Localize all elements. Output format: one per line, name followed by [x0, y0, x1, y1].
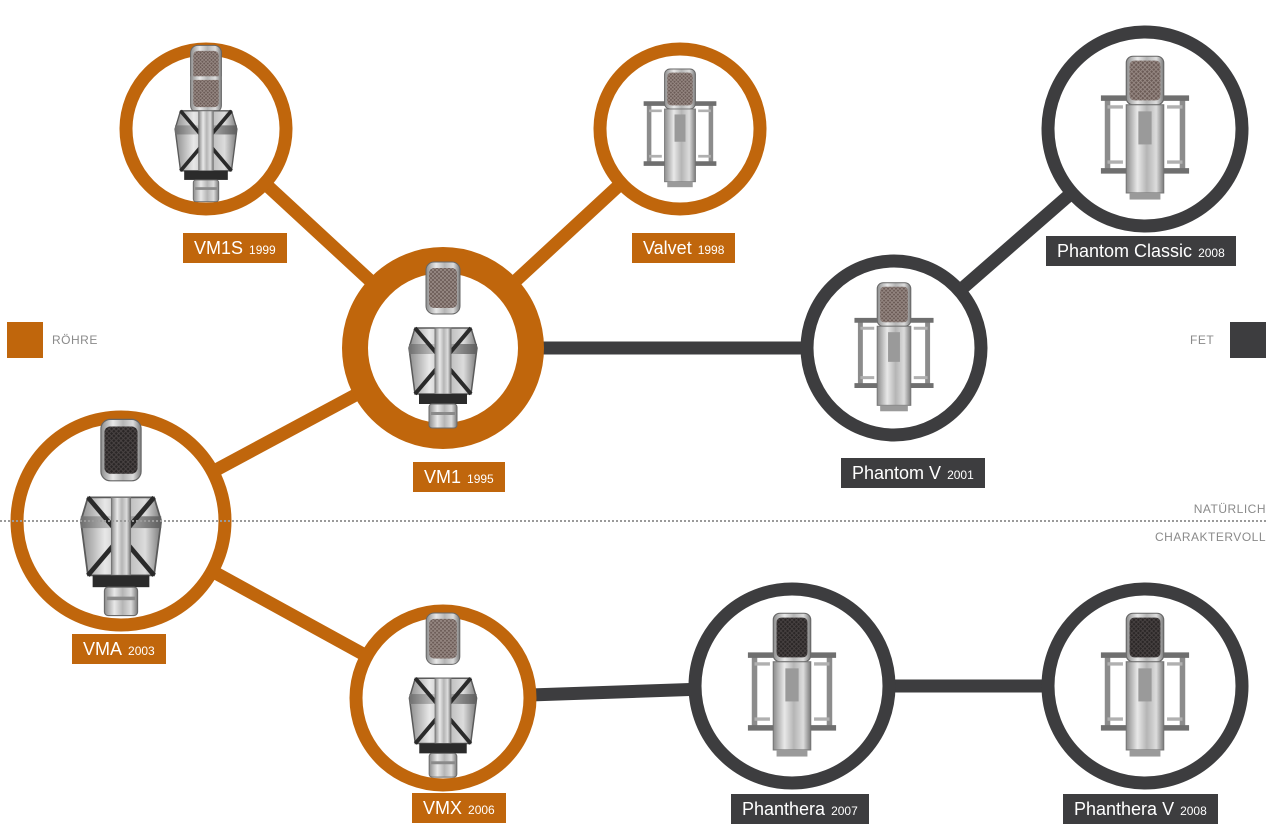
node-year: 1999	[249, 243, 276, 257]
node-name: Phantom V	[852, 463, 941, 483]
legend-tube-label: RÖHRE	[52, 333, 98, 347]
legend-fet-swatch	[1230, 322, 1266, 358]
node-label-phantom-v[interactable]: Phantom V 2001	[841, 458, 985, 488]
node-label-phanthera-v[interactable]: Phanthera V 2008	[1063, 794, 1218, 824]
node-label-vm1[interactable]: VM1 1995	[413, 462, 505, 492]
node-name: Phanthera V	[1074, 799, 1174, 819]
node-label-valvet[interactable]: Valvet 1998	[632, 233, 735, 263]
node-name: VM1	[424, 467, 461, 487]
axis-label-natural: NATÜRLICH	[1194, 502, 1266, 516]
legend-tube-swatch	[7, 322, 43, 358]
node-name: Valvet	[643, 238, 692, 258]
node-name: VMA	[83, 639, 122, 659]
node-name: Phanthera	[742, 799, 825, 819]
node-label-phantom-classic[interactable]: Phantom Classic 2008	[1046, 236, 1236, 266]
node-name: VMX	[423, 798, 462, 818]
axis-label-character: CHARAKTERVOLL	[1155, 530, 1266, 544]
legend-fet-label: FET	[1190, 333, 1214, 347]
node-name: Phantom Classic	[1057, 241, 1192, 261]
node-label-vma[interactable]: VMA 2003	[72, 634, 166, 664]
node-label-phanthera[interactable]: Phanthera 2007	[731, 794, 869, 824]
node-year: 2003	[128, 644, 155, 658]
node-year: 1998	[698, 243, 725, 257]
node-year: 2007	[831, 804, 858, 818]
node-year: 2006	[468, 803, 495, 817]
character-divider	[0, 520, 1266, 522]
node-year: 2001	[947, 468, 974, 482]
node-year: 2008	[1198, 246, 1225, 260]
node-label-vmx[interactable]: VMX 2006	[412, 793, 506, 823]
node-name: VM1S	[194, 238, 243, 258]
node-year: 1995	[467, 472, 494, 486]
node-label-vm1s[interactable]: VM1S 1999	[183, 233, 287, 263]
node-year: 2008	[1180, 804, 1207, 818]
